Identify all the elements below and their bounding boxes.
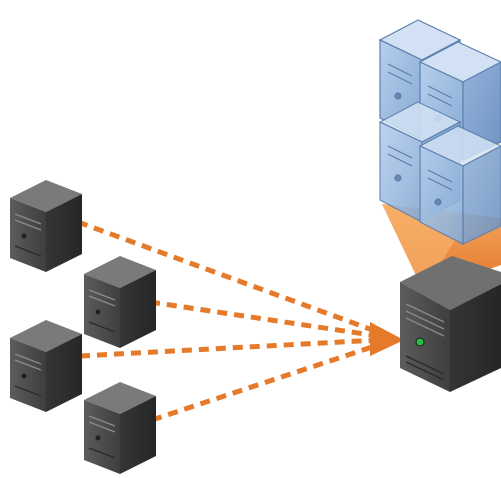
power-indicator xyxy=(415,337,425,347)
client-server-4 xyxy=(84,382,156,474)
connector-lines xyxy=(77,219,379,423)
virtual-server-4 xyxy=(418,125,501,245)
client-server-3 xyxy=(10,320,82,412)
central-server xyxy=(400,256,501,392)
virtual-server-stack xyxy=(378,19,501,245)
client-server-2 xyxy=(84,256,156,348)
connector-line-4 xyxy=(151,342,379,423)
arrowhead xyxy=(370,322,404,356)
connector-line-2 xyxy=(149,299,379,339)
connector-line-1 xyxy=(77,219,379,335)
client-server-1 xyxy=(10,180,82,272)
